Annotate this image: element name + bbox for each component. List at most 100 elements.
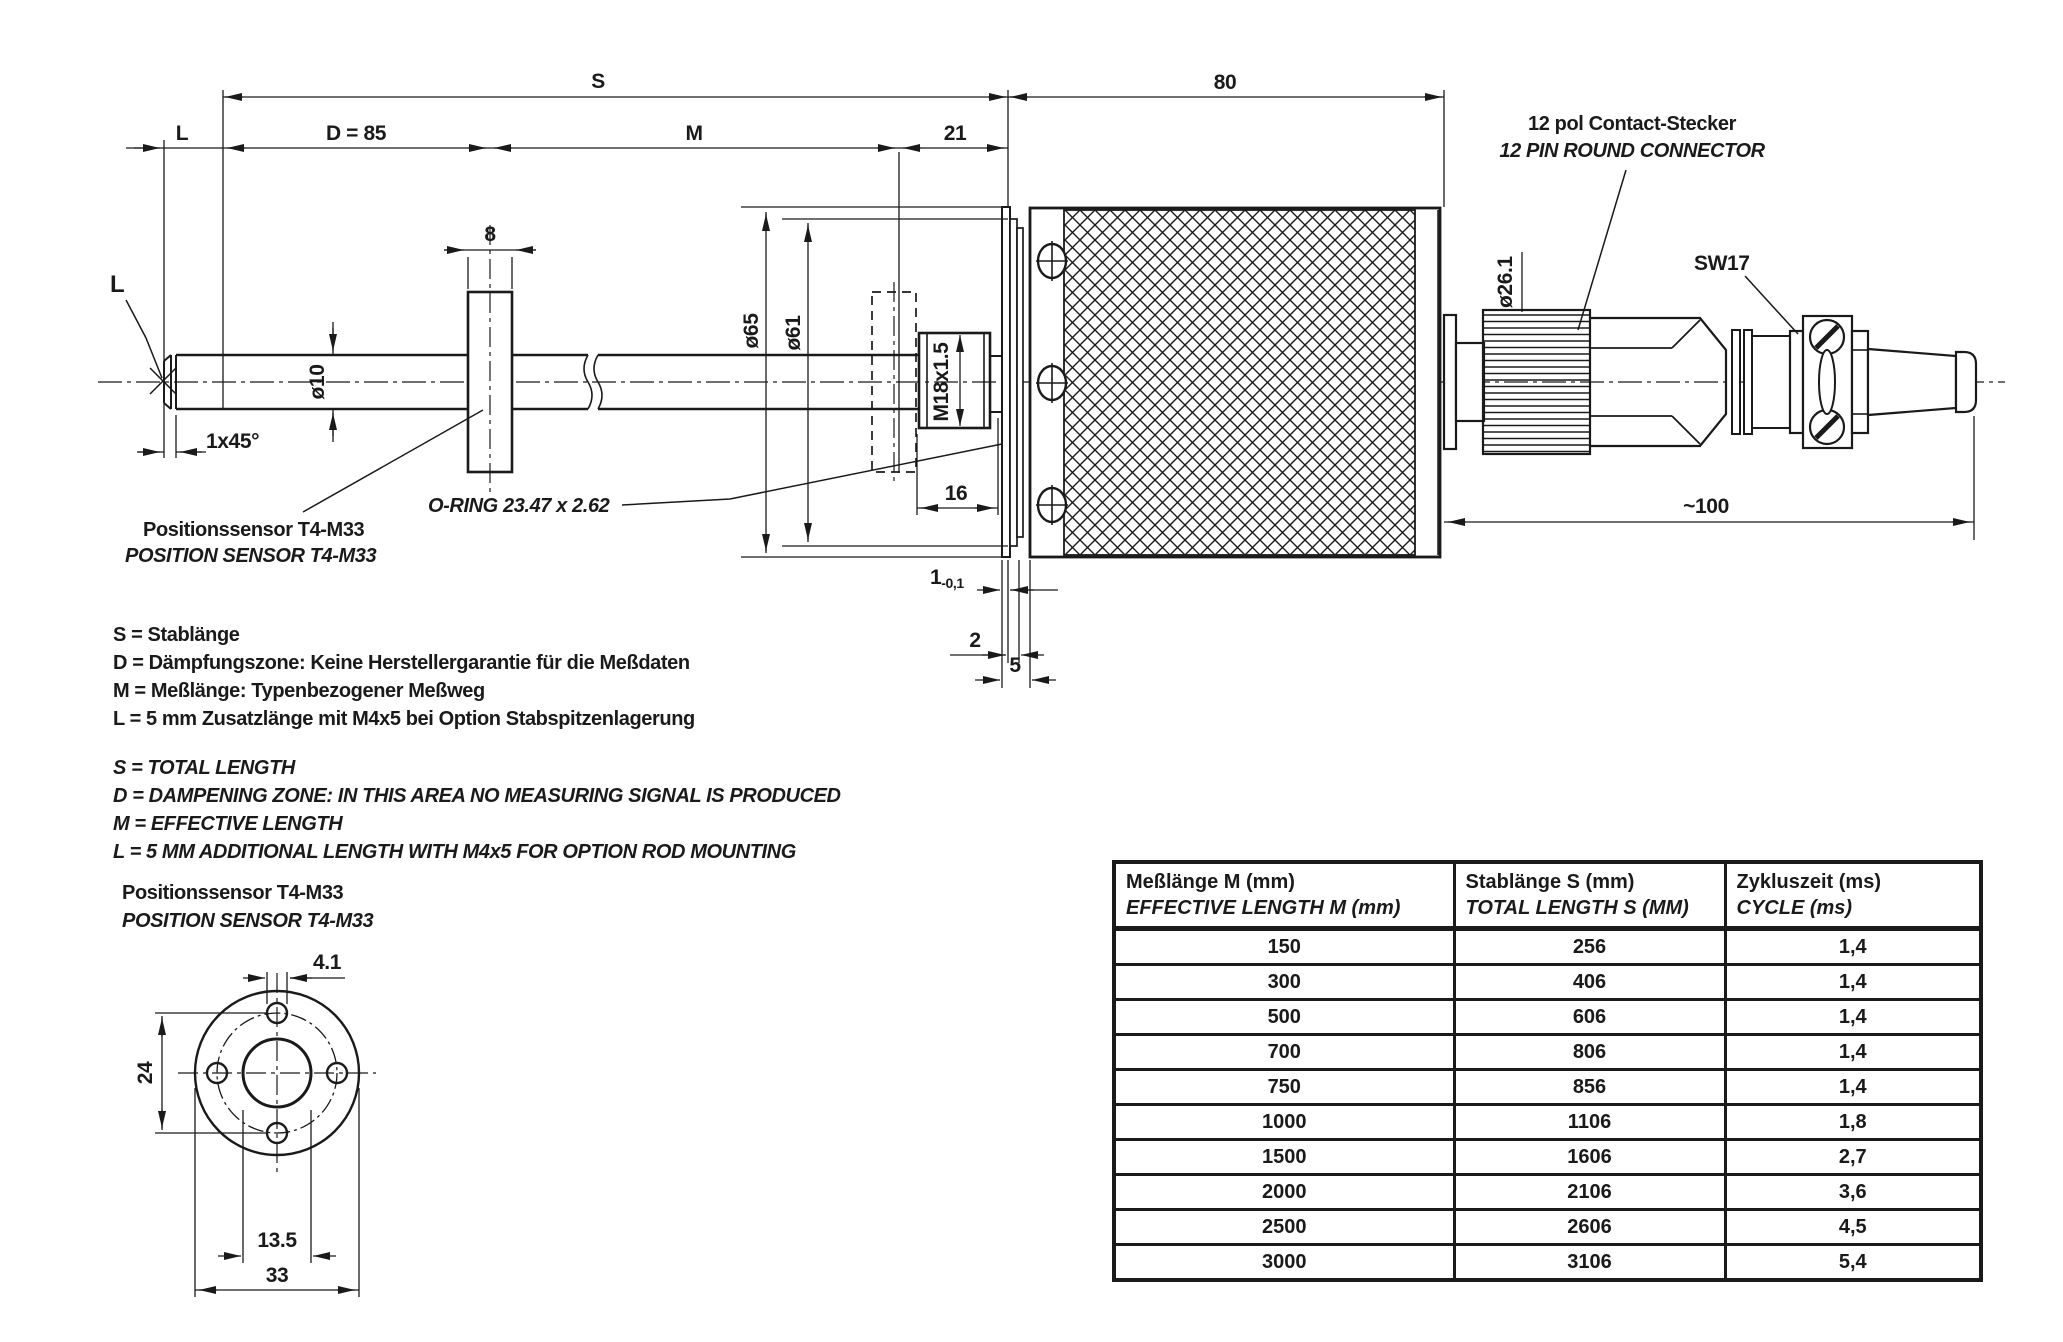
legend-en-line: L = 5 MM ADDITIONAL LENGTH WITH M4x5 FOR… — [113, 841, 796, 863]
table-cell: 406 — [1452, 963, 1727, 1001]
header-en: TOTAL LENGTH S (MM) — [1465, 897, 1689, 919]
position-sensor-label-en: POSITION SENSOR T4-M33 — [125, 545, 377, 567]
col-header-cycle: Zykluszeit (ms) CYCLE (ms) — [1723, 860, 1983, 931]
dim-ring-diameter: ø26.1 — [1494, 256, 1517, 308]
detail-title-de: Positionssensor T4-M33 — [122, 882, 344, 904]
table-cell: 3106 — [1452, 1243, 1727, 1282]
header-en: EFFECTIVE LENGTH M (mm) — [1126, 897, 1401, 919]
thread-bushing — [917, 331, 1003, 430]
dim-21: 21 — [944, 122, 967, 145]
table-cell: 1,4 — [1723, 998, 1983, 1036]
rod-tip-label: L — [110, 271, 124, 298]
dim-effective-length: M — [685, 122, 702, 145]
table-cell: 2500 — [1112, 1208, 1456, 1246]
table-cell: 806 — [1452, 1033, 1727, 1071]
table-cell: 150 — [1112, 927, 1456, 966]
table-cell: 1606 — [1452, 1138, 1727, 1176]
table-cell: 856 — [1452, 1068, 1727, 1106]
table-cell: 750 — [1112, 1068, 1456, 1106]
dim-flange-width: 8 — [484, 223, 496, 246]
header-de: Stablänge S (mm) — [1465, 871, 1635, 893]
table-cell: 1106 — [1452, 1103, 1727, 1141]
legend-de-line: D = Dämpfungszone: Keine Herstellergaran… — [113, 652, 690, 674]
table-cell: 300 — [1112, 963, 1456, 1001]
dim-damping-zone: D = 85 — [326, 122, 387, 145]
legend-de-line: S = Stablänge — [113, 624, 240, 646]
dim-plate-thickness: 1-0,1 — [930, 566, 964, 591]
sensor-rod — [163, 353, 919, 411]
hidden-mounting-outline — [871, 282, 917, 482]
table-cell: 1500 — [1112, 1138, 1456, 1176]
oring-label: O-RING 23.47 x 2.62 — [428, 495, 610, 517]
table-cell: 2,7 — [1723, 1138, 1983, 1176]
detail-dim-hole: 4.1 — [313, 951, 342, 974]
header-de: Zykluszeit (ms) — [1736, 871, 1881, 893]
connector-bracket — [1442, 313, 1458, 451]
legend-en-line: D = DAMPENING ZONE: IN THIS AREA NO MEAS… — [113, 785, 841, 807]
legend-en-line: M = EFFECTIVE LENGTH — [113, 813, 343, 835]
legend-german: S = Stablänge D = Dämpfungszone: Keine H… — [113, 624, 695, 730]
table-cell: 1000 — [1112, 1103, 1456, 1141]
col-header-total-length: Stablänge S (mm) TOTAL LENGTH S (MM) — [1452, 860, 1727, 931]
flange-face-dimensions — [155, 972, 360, 1297]
table-cell: 2000 — [1112, 1173, 1456, 1211]
table-cell: 5,4 — [1723, 1243, 1983, 1282]
table-cell: 4,5 — [1723, 1208, 1983, 1246]
leader-lines — [125, 169, 1799, 513]
connector-hex-body — [1590, 316, 1728, 448]
detail-dim-outer: 33 — [266, 1264, 289, 1287]
legend-en-line: S = TOTAL LENGTH — [113, 757, 296, 779]
legend-english: S = TOTAL LENGTH D = DAMPENING ZONE: IN … — [113, 757, 841, 863]
dim-5: 5 — [1009, 654, 1021, 677]
detail-title-en: POSITION SENSOR T4-M33 — [122, 910, 374, 932]
table-cell: 3000 — [1112, 1243, 1456, 1282]
dim-2: 2 — [969, 629, 980, 652]
connector-label-en: 12 PIN ROUND CONNECTOR — [1499, 140, 1765, 162]
dim-pilot-diameter: ø61 — [782, 315, 805, 351]
dim-rod-diameter: ø10 — [306, 365, 329, 400]
legend-de-line: L = 5 mm Zusatzlänge mit M4x5 bei Option… — [113, 708, 695, 730]
dim-wrench-size: SW17 — [1694, 252, 1750, 275]
dimension-lines — [126, 90, 1975, 688]
dim-16: 16 — [945, 482, 968, 505]
table-header-row: Meßlänge M (mm) EFFECTIVE LENGTH M (mm) … — [1112, 860, 1983, 931]
connector-coupling-nut — [1788, 314, 1870, 450]
flange-plate-stack — [1001, 206, 1024, 558]
table-cell: 500 — [1112, 998, 1456, 1036]
legend-de-line: M = Meßlänge: Typenbezogener Meßweg — [113, 680, 485, 702]
rod-break-line — [583, 354, 593, 410]
dim-head-diameter: ø65 — [740, 313, 763, 349]
table-cell: 256 — [1452, 927, 1727, 966]
header-en: CYCLE (ms) — [1736, 897, 1853, 919]
connector-bracket — [1454, 341, 1486, 423]
dim-80: 80 — [1214, 71, 1237, 94]
table-cell: 2106 — [1452, 1173, 1727, 1211]
table-cell: 606 — [1452, 998, 1727, 1036]
table-cell: 700 — [1112, 1033, 1456, 1071]
detail-dim-bolt-circle: 24 — [134, 1061, 157, 1084]
table-cell: 1,4 — [1723, 927, 1983, 966]
rod-break-line — [593, 354, 603, 410]
connector-knurled-ring — [1481, 308, 1592, 456]
knurled-grip-surface — [1063, 209, 1416, 556]
table-cell: 1,8 — [1723, 1103, 1983, 1141]
table-cell: 2606 — [1452, 1208, 1727, 1246]
dim-l: L — [176, 122, 189, 145]
position-sensor-label-de: Positionssensor T4-M33 — [143, 519, 365, 541]
table-cell: 3,6 — [1723, 1173, 1983, 1211]
table-cell: 1,4 — [1723, 963, 1983, 1001]
detail-dim-bore: 13.5 — [257, 1229, 297, 1252]
dim-connector-length: ~100 — [1683, 495, 1729, 518]
dim-total-length: S — [591, 70, 605, 93]
